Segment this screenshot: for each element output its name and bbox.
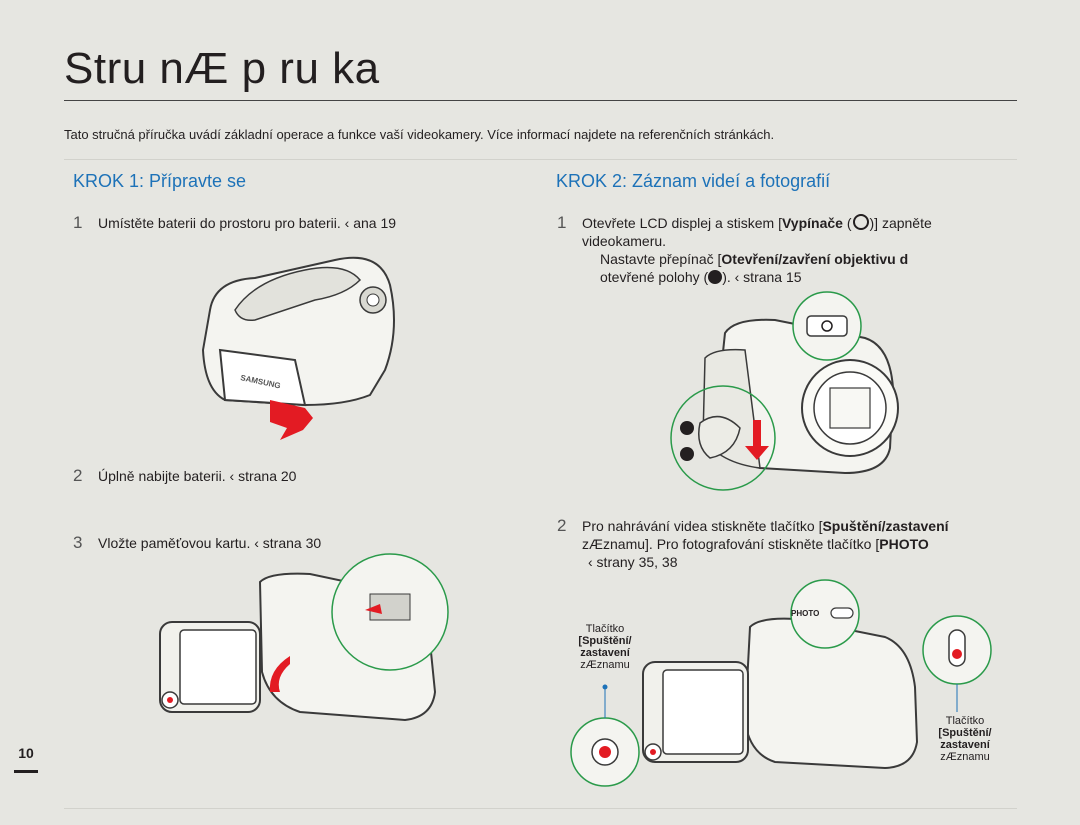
callout-left: Tlačítko [Spuštění/ zastavení zÆznamu <box>566 623 644 671</box>
krok2-step1-line1-b: ( <box>842 215 852 231</box>
page-number-bar <box>14 770 38 773</box>
callout-left-line3: zastavení <box>580 647 630 659</box>
krok1-step1-text: Umístěte baterii do prostoru pro baterii… <box>98 215 397 231</box>
callout-right-line3: zastavení <box>940 739 990 751</box>
krok2-step1-line3-a: Nastavte přepínač [ <box>600 251 722 267</box>
title-rule <box>64 100 1017 101</box>
krok2-step2-line3: ‹ strany 35, 38 <box>588 554 678 570</box>
photo-key-label: PHOTO <box>791 609 819 618</box>
lens-open-icon <box>708 270 723 284</box>
intro-text: Tato stručná příručka uvádí základní ope… <box>64 127 775 142</box>
krok2-step1-line4-b: ). ‹ strana 15 <box>722 269 802 285</box>
krok2-step1-line1: Otevřete LCD displej a stiskem [Vypínače… <box>582 214 932 232</box>
krok1-step3-text: Vložte paměťovou kartu. ‹ strana 30 <box>98 535 322 551</box>
krok2-step2-number: 2 <box>557 516 567 535</box>
camcorder-front-illustration <box>670 291 899 491</box>
krok2-step2-line1: Pro nahrávání videa stiskněte tlačítko [… <box>582 517 949 535</box>
callout-right-line4: zÆznamu <box>940 751 990 763</box>
callout-left-line1: Tlačítko <box>585 623 625 635</box>
page-title: Stru nÆ p ru ka <box>64 44 380 93</box>
krok2-step1-line2: videokameru. <box>582 233 667 249</box>
krok2-step2-line2: zÆznamu]. Pro fotografování stiskněte tl… <box>582 535 929 553</box>
lens-switch-label: Otevření/zavření objektivu <box>721 251 896 267</box>
krok1-step2-text: Úplně nabijte baterii. ‹ strana 20 <box>98 468 297 484</box>
krok1-step2-number: 2 <box>73 466 83 485</box>
krok2-step1-line4: otevřené polohy ( ). ‹ strana 15 <box>600 268 802 286</box>
krok2-step1-line3-b: d <box>895 251 909 267</box>
krok1-heading: KROK 1: Přípravte se <box>73 171 247 191</box>
callout-right: Tlačítko [Spuštění/ zastavení zÆznamu <box>926 715 1004 763</box>
photo-button-label: PHOTO <box>879 536 929 552</box>
power-icon <box>852 214 869 230</box>
krok2-heading: KROK 2: Záznam videí a fotografií <box>556 171 831 191</box>
krok1-step3-number: 3 <box>73 533 83 552</box>
callout-right-line2: [Spuštění/ <box>938 727 992 739</box>
krok2-step1-line4-a: otevřené polohy ( <box>600 269 709 285</box>
krok2-step2-line2-a: zÆznamu]. Pro fotografování stiskněte tl… <box>582 536 880 552</box>
krok1-step1-number: 1 <box>73 213 83 232</box>
callout-right-line1: Tlačítko <box>945 715 985 727</box>
record-button-label: Spuštění/zastavení <box>822 518 949 534</box>
section-divider <box>64 159 1017 160</box>
page-number: 10 <box>18 745 34 761</box>
krok2-step1-line1-a: Otevřete LCD displej a stiskem [ <box>582 215 782 231</box>
callout-left-line2: [Spuštění/ <box>578 635 632 647</box>
callout-left-line4: zÆznamu <box>580 659 630 671</box>
krok2-step2-line1-a: Pro nahrávání videa stiskněte tlačítko [ <box>582 518 823 534</box>
power-switch-label: Vypínače <box>781 215 843 231</box>
footer-rule <box>64 808 1017 809</box>
battery-insert-illustration: SAMSUNG <box>201 256 395 440</box>
krok2-step1-number: 1 <box>557 213 567 232</box>
krok2-step1-line3: Nastavte přepínač [Otevření/zavření obje… <box>600 250 908 268</box>
camcorder-side-illustration: PHOTO <box>570 579 992 787</box>
memory-card-illustration <box>159 553 449 722</box>
krok2-step1-line1-c: )] zapněte <box>869 215 932 231</box>
